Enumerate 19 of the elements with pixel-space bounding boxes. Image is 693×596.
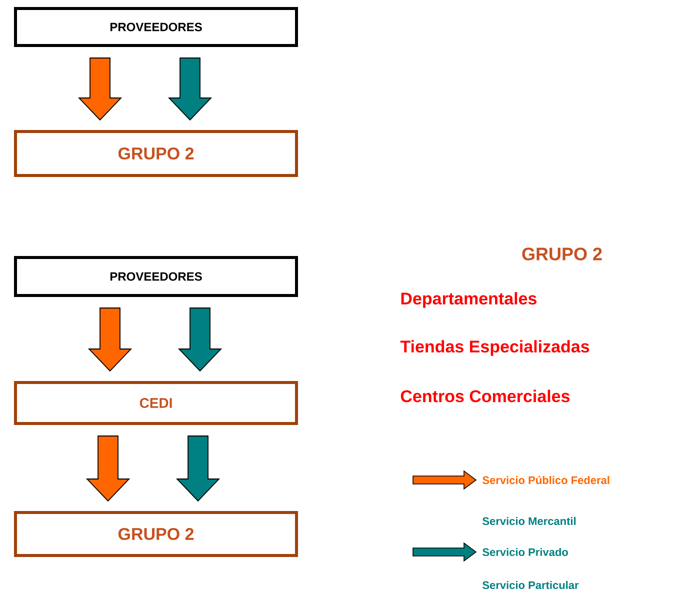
- list-item: Centros Comerciales: [400, 390, 570, 402]
- legend-text: Servicio Particular: [482, 580, 579, 590]
- supplier-box: PROVEEDORES: [14, 256, 298, 297]
- block-arrow: [168, 58, 212, 121]
- block-arrow: [178, 308, 222, 372]
- block-arrow: [176, 436, 220, 502]
- list-item: Departamentales: [401, 292, 536, 308]
- block-arrow: [78, 58, 122, 121]
- group-box: GRUPO 2: [14, 511, 298, 557]
- supplier-box: PROVEEDORES: [14, 7, 298, 47]
- heading: GRUPO 2: [522, 248, 602, 260]
- block-arrow: [88, 308, 132, 372]
- legend-text: Servicio Público Federal: [482, 476, 610, 484]
- legend-text: Servicio Privado: [482, 548, 568, 556]
- distribution-center-box: CEDI: [14, 381, 298, 425]
- block-arrow: [86, 436, 130, 502]
- legend-text: Servicio Mercantil: [482, 516, 576, 526]
- list-item: Tiendas Especializadas: [400, 340, 590, 356]
- group-box: GRUPO 2: [14, 130, 298, 177]
